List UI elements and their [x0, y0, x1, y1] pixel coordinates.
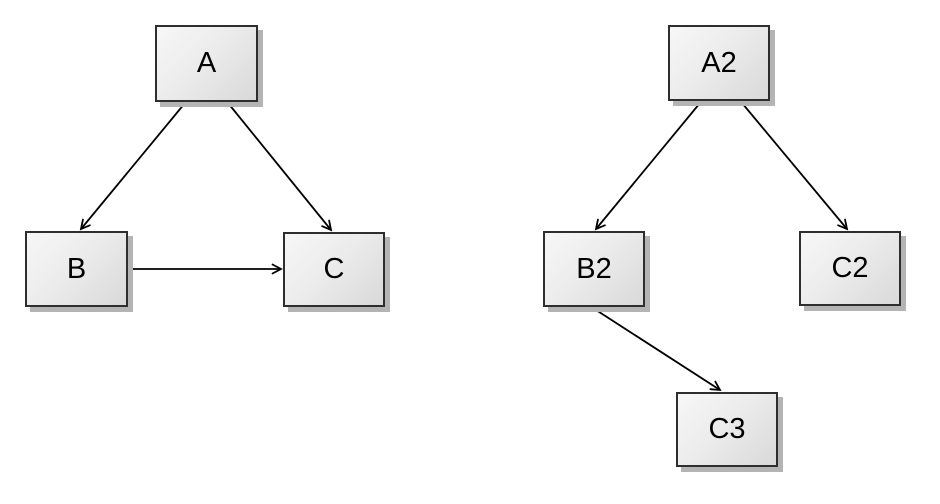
node-label-A2: A2: [701, 46, 737, 79]
node-label-B: B: [66, 252, 87, 285]
node-label-C3: C3: [708, 413, 746, 445]
node-label-C: C: [323, 253, 345, 285]
node-label-C2: C2: [831, 252, 869, 284]
node-A: A: [155, 25, 258, 102]
node-label-B2: B2: [576, 252, 612, 285]
node-A2: A2: [668, 25, 770, 101]
node-B: B: [25, 231, 128, 307]
node-C3: C3: [676, 392, 778, 467]
edge-A-to-B: [79, 102, 186, 231]
node-C: C: [283, 232, 385, 307]
edge-A2-to-B2: [594, 102, 701, 231]
edge-A2-to-C2: [741, 102, 849, 231]
node-B2: B2: [543, 231, 645, 307]
edge-A-to-C: [227, 102, 333, 232]
node-C2: C2: [799, 231, 901, 306]
edge-B2-to-C3: [592, 307, 722, 392]
node-label-A: A: [196, 47, 217, 79]
